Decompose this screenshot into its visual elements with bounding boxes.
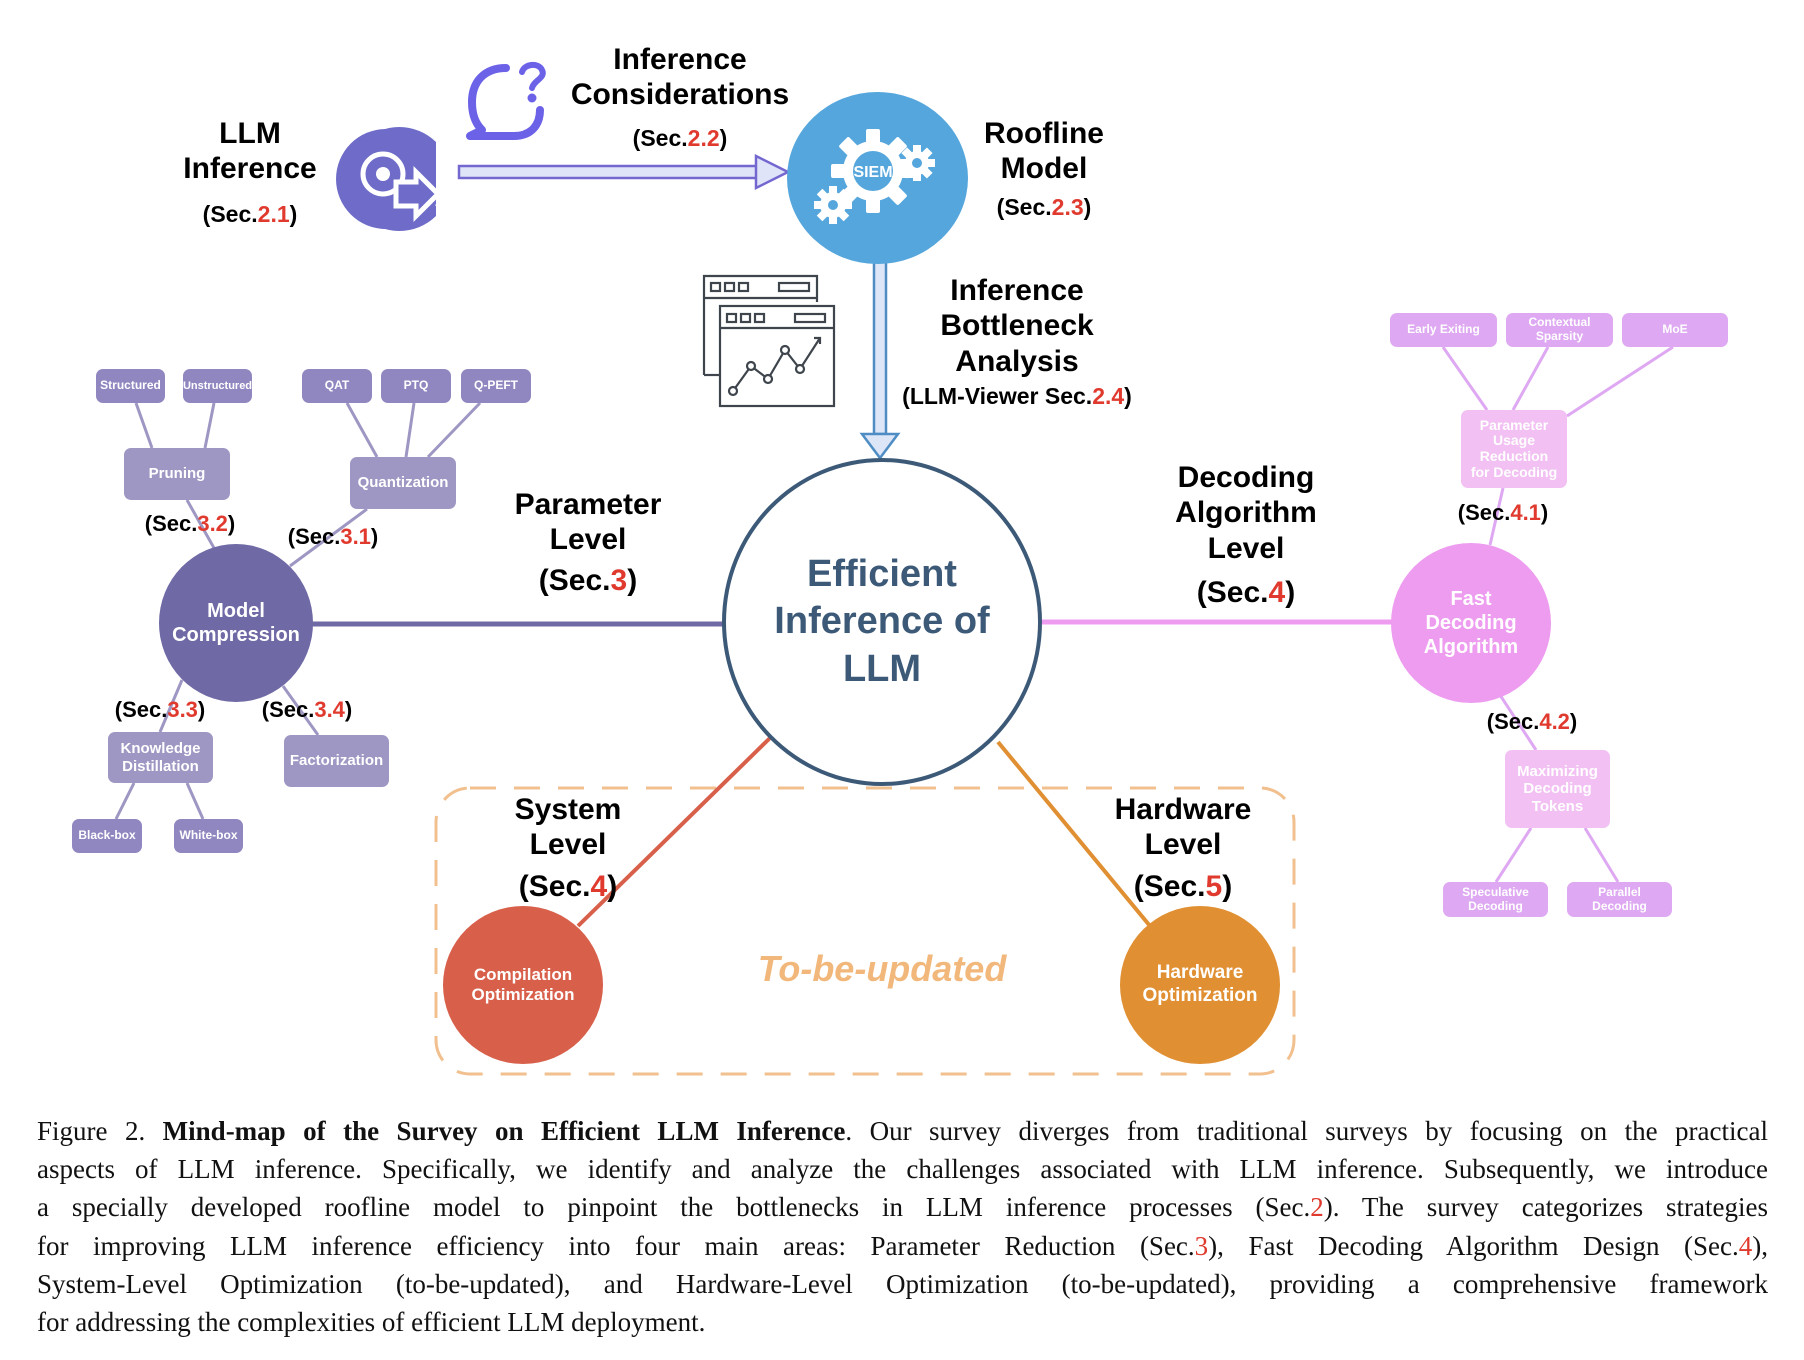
caption-line: Figure 2. Mind-map of the Survey on Effi… [37, 1112, 1768, 1150]
decoding-level-section-ref[interactable]: (Sec.4) [1196, 576, 1296, 609]
caption-text: aspects of LLM inference. Specifically, … [37, 1154, 1768, 1185]
llm-inference-section-ref[interactable]: (Sec.2.1) [202, 201, 298, 227]
caption-text: . Our survey diverges from traditional s… [845, 1116, 1768, 1146]
hardware-level-section-ref[interactable]: (Sec.5) [1133, 870, 1233, 903]
parallel-decoding-node: Parallel Decoding [1567, 882, 1672, 917]
system-level-title: System Level [514, 793, 622, 862]
caption-text: ), Fast Decoding Algorithm Design (Sec. [1208, 1230, 1739, 1261]
black-box-node: Black-box [72, 819, 142, 853]
gears-icon: SIEM [813, 129, 935, 224]
caption-text: ), [1752, 1230, 1768, 1261]
caption-line: for addressing the complexities of effic… [37, 1303, 1768, 1341]
parameter-level-title: Parameter Level [514, 488, 662, 557]
svg-text:SIEM: SIEM [853, 164, 892, 181]
caption-line: System-Level Optimization (to-be-updated… [37, 1265, 1768, 1303]
caption-title: Mind-map of the Survey on Efficient LLM … [162, 1116, 846, 1146]
model-compression-node: Model Compression [159, 544, 313, 702]
question-bubble-icon [462, 58, 554, 142]
figure-caption: Figure 2. Mind-map of the Survey on Effi… [37, 1112, 1768, 1341]
inference-considerations-title: Inference Considerations [570, 43, 790, 112]
parameter-usage-reduction-node: Parameter Usage Reduction for Decoding [1461, 410, 1567, 488]
caption-text: a specially developed roofline model to … [37, 1192, 1311, 1223]
bottleneck-analysis-title: Inference Bottleneck Analysis [940, 274, 1094, 378]
param-usage-section-ref[interactable]: (Sec.4.1) [1457, 500, 1549, 525]
to-be-updated-label: To-be-updated [757, 948, 1007, 989]
structured-node: Structured [96, 369, 165, 403]
caption-section-link[interactable]: 3 [1194, 1230, 1209, 1261]
caption-text: Figure 2. [37, 1116, 163, 1146]
qat-node: QAT [302, 369, 372, 403]
distillation-section-ref[interactable]: (Sec.3.3) [114, 697, 206, 722]
quantization-node: Quantization [350, 457, 456, 509]
maximizing-decoding-tokens-node: Maximizing Decoding Tokens [1505, 750, 1610, 828]
fast-decoding-node: Fast Decoding Algorithm [1391, 543, 1551, 703]
roofline-model-section-ref[interactable]: (Sec.2.3) [996, 194, 1092, 220]
knowledge-distillation-node: Knowledge Distillation [108, 732, 213, 783]
bottleneck-analysis-section-ref[interactable]: (LLM-Viewer Sec.2.4) [902, 383, 1132, 409]
roofline-model-title: Roofline Model [984, 117, 1104, 186]
system-level-link [576, 736, 772, 928]
caption-section-link[interactable]: 4 [1738, 1230, 1753, 1261]
disc-export-icon [336, 124, 456, 234]
system-level-section-ref[interactable]: (Sec.4) [518, 870, 618, 903]
caption-line: for improving LLM inference efficiency i… [37, 1227, 1768, 1265]
caption-text: ). The survey categorizes strategies [1323, 1192, 1768, 1223]
caption-line: aspects of LLM inference. Specifically, … [37, 1150, 1768, 1188]
caption-text: System-Level Optimization (to-be-updated… [37, 1268, 1768, 1299]
factorization-section-ref[interactable]: (Sec.3.4) [261, 697, 353, 722]
decoding-level-title: Decoding Algorithm Level [1175, 461, 1317, 565]
hardware-level-title: Hardware Level [1114, 793, 1252, 862]
contextual-sparsity-node: Contextual Sparsity [1506, 313, 1613, 347]
max-tokens-section-ref[interactable]: (Sec.4.2) [1486, 709, 1578, 734]
hardware-optimization-node: Hardware Optimization [1120, 906, 1280, 1064]
to-be-updated-dashed-box [434, 786, 1296, 1076]
inference-considerations-section-ref[interactable]: (Sec.2.2) [632, 125, 728, 151]
pruning-node: Pruning [124, 448, 230, 500]
early-exiting-node: Early Exiting [1390, 313, 1497, 347]
compilation-optimization-node: Compilation Optimization [443, 906, 603, 1064]
roofline-model-node: SIEM [787, 92, 968, 264]
compression-tree-links [114, 401, 482, 820]
speculative-decoding-node: Speculative Decoding [1443, 882, 1548, 917]
caption-line: a specially developed roofline model to … [37, 1188, 1768, 1226]
llm-inference-title: LLM Inference [183, 117, 317, 186]
q-peft-node: Q-PEFT [461, 369, 531, 403]
caption-text: for improving LLM inference efficiency i… [37, 1230, 1195, 1261]
pruning-section-ref[interactable]: (Sec.3.2) [144, 511, 236, 536]
dashboard-chart-icon [702, 274, 838, 408]
factorization-node: Factorization [284, 735, 389, 787]
bottleneck-arrow [859, 260, 901, 461]
unstructured-node: Unstructured [183, 369, 252, 403]
quantization-section-ref[interactable]: (Sec.3.1) [287, 524, 379, 549]
moe-node: MoE [1622, 313, 1728, 347]
caption-section-link[interactable]: 2 [1310, 1192, 1324, 1223]
considerations-arrow [457, 153, 791, 191]
caption-text: for addressing the complexities of effic… [37, 1307, 706, 1338]
decoding-tree-links [1441, 345, 1674, 883]
white-box-node: White-box [174, 819, 243, 853]
parameter-level-section-ref[interactable]: (Sec.3) [538, 564, 638, 597]
center-node-efficient-inference: Efficient Inference of LLM [722, 458, 1042, 786]
ptq-node: PTQ [381, 369, 451, 403]
hardware-level-link [996, 740, 1152, 928]
